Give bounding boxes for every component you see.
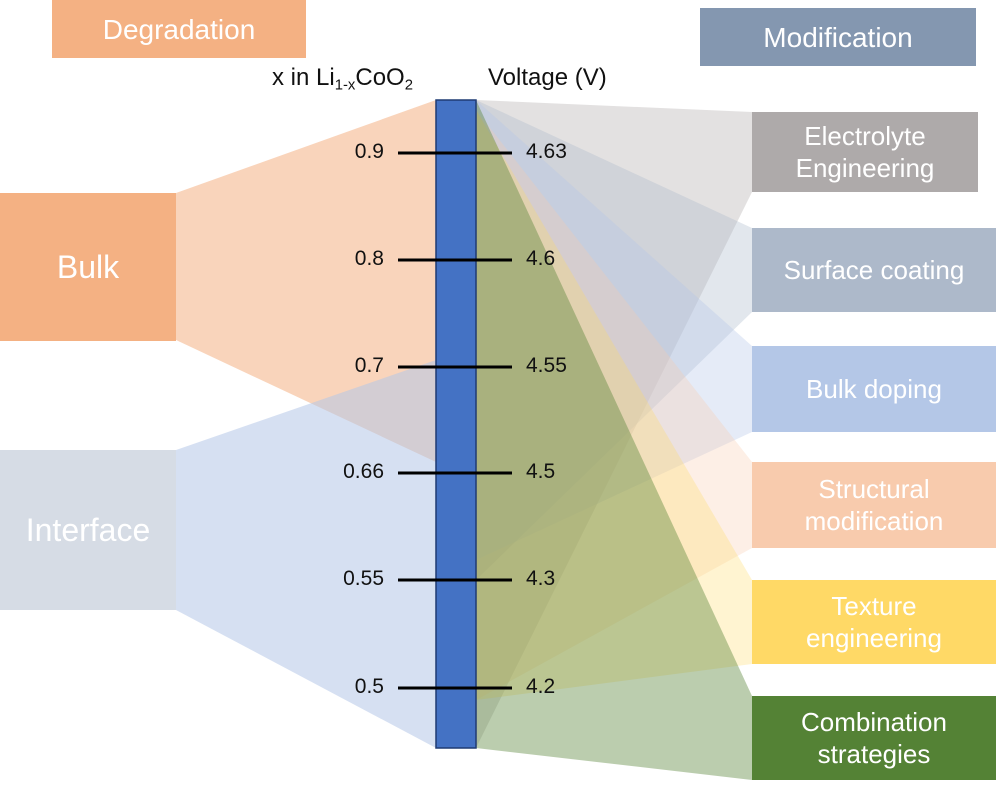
texture-fan [476,110,752,700]
voltage-tick-label: 4.2 [526,675,556,698]
bulk-doping-fan [476,100,752,560]
voltage-tick-label: 4.55 [526,354,567,377]
bulk-fan [176,100,436,462]
x-tick-label: 0.8 [354,247,384,270]
structural-modification-box: Structural modification [752,462,996,548]
voltage-tick-label: 4.6 [526,247,556,270]
interface-fan [176,360,436,748]
x-tick-label: 0.9 [354,140,384,163]
tick-marks [398,151,512,690]
voltage-tick-label: 4.63 [526,140,567,163]
x-axis-header: x in Li1-xCoO2 [272,64,414,94]
voltage-axis-header: Voltage (V) [488,64,607,91]
modification-header-label: Modification [763,21,913,53]
bulk-box: Bulk [0,193,176,341]
degradation-header-label: Degradation [102,13,256,45]
voltage-tick-label: 4.5 [526,460,556,483]
x-tick-label: 0.5 [354,675,384,698]
bulk-label: Bulk [56,249,120,285]
degradation-header: Degradation [52,0,306,58]
interface-label: Interface [25,512,151,548]
voltage-tick-label: 4.3 [526,567,556,590]
modification-header: Modification [700,8,976,66]
x-tick-label: 0.55 [343,567,384,590]
interface-box: Interface [0,450,176,610]
structural-fan [476,110,752,700]
bulk-doping-box: Bulk doping [752,346,996,432]
voltage-bar [435,99,477,749]
texture-engineering-box: Texture engineering [752,580,996,664]
electrolyte-fan [476,100,752,748]
x-tick-label: 0.7 [354,354,384,377]
combination-fan [476,100,752,780]
x-tick-label: 0.66 [343,460,384,483]
electrolyte-engineering-box: Electrolyte Engineering [752,112,978,192]
combination-strategies-box: Combination strategies [752,696,996,780]
surface-fan [476,100,752,580]
surface-coating-box: Surface coating [752,228,996,312]
